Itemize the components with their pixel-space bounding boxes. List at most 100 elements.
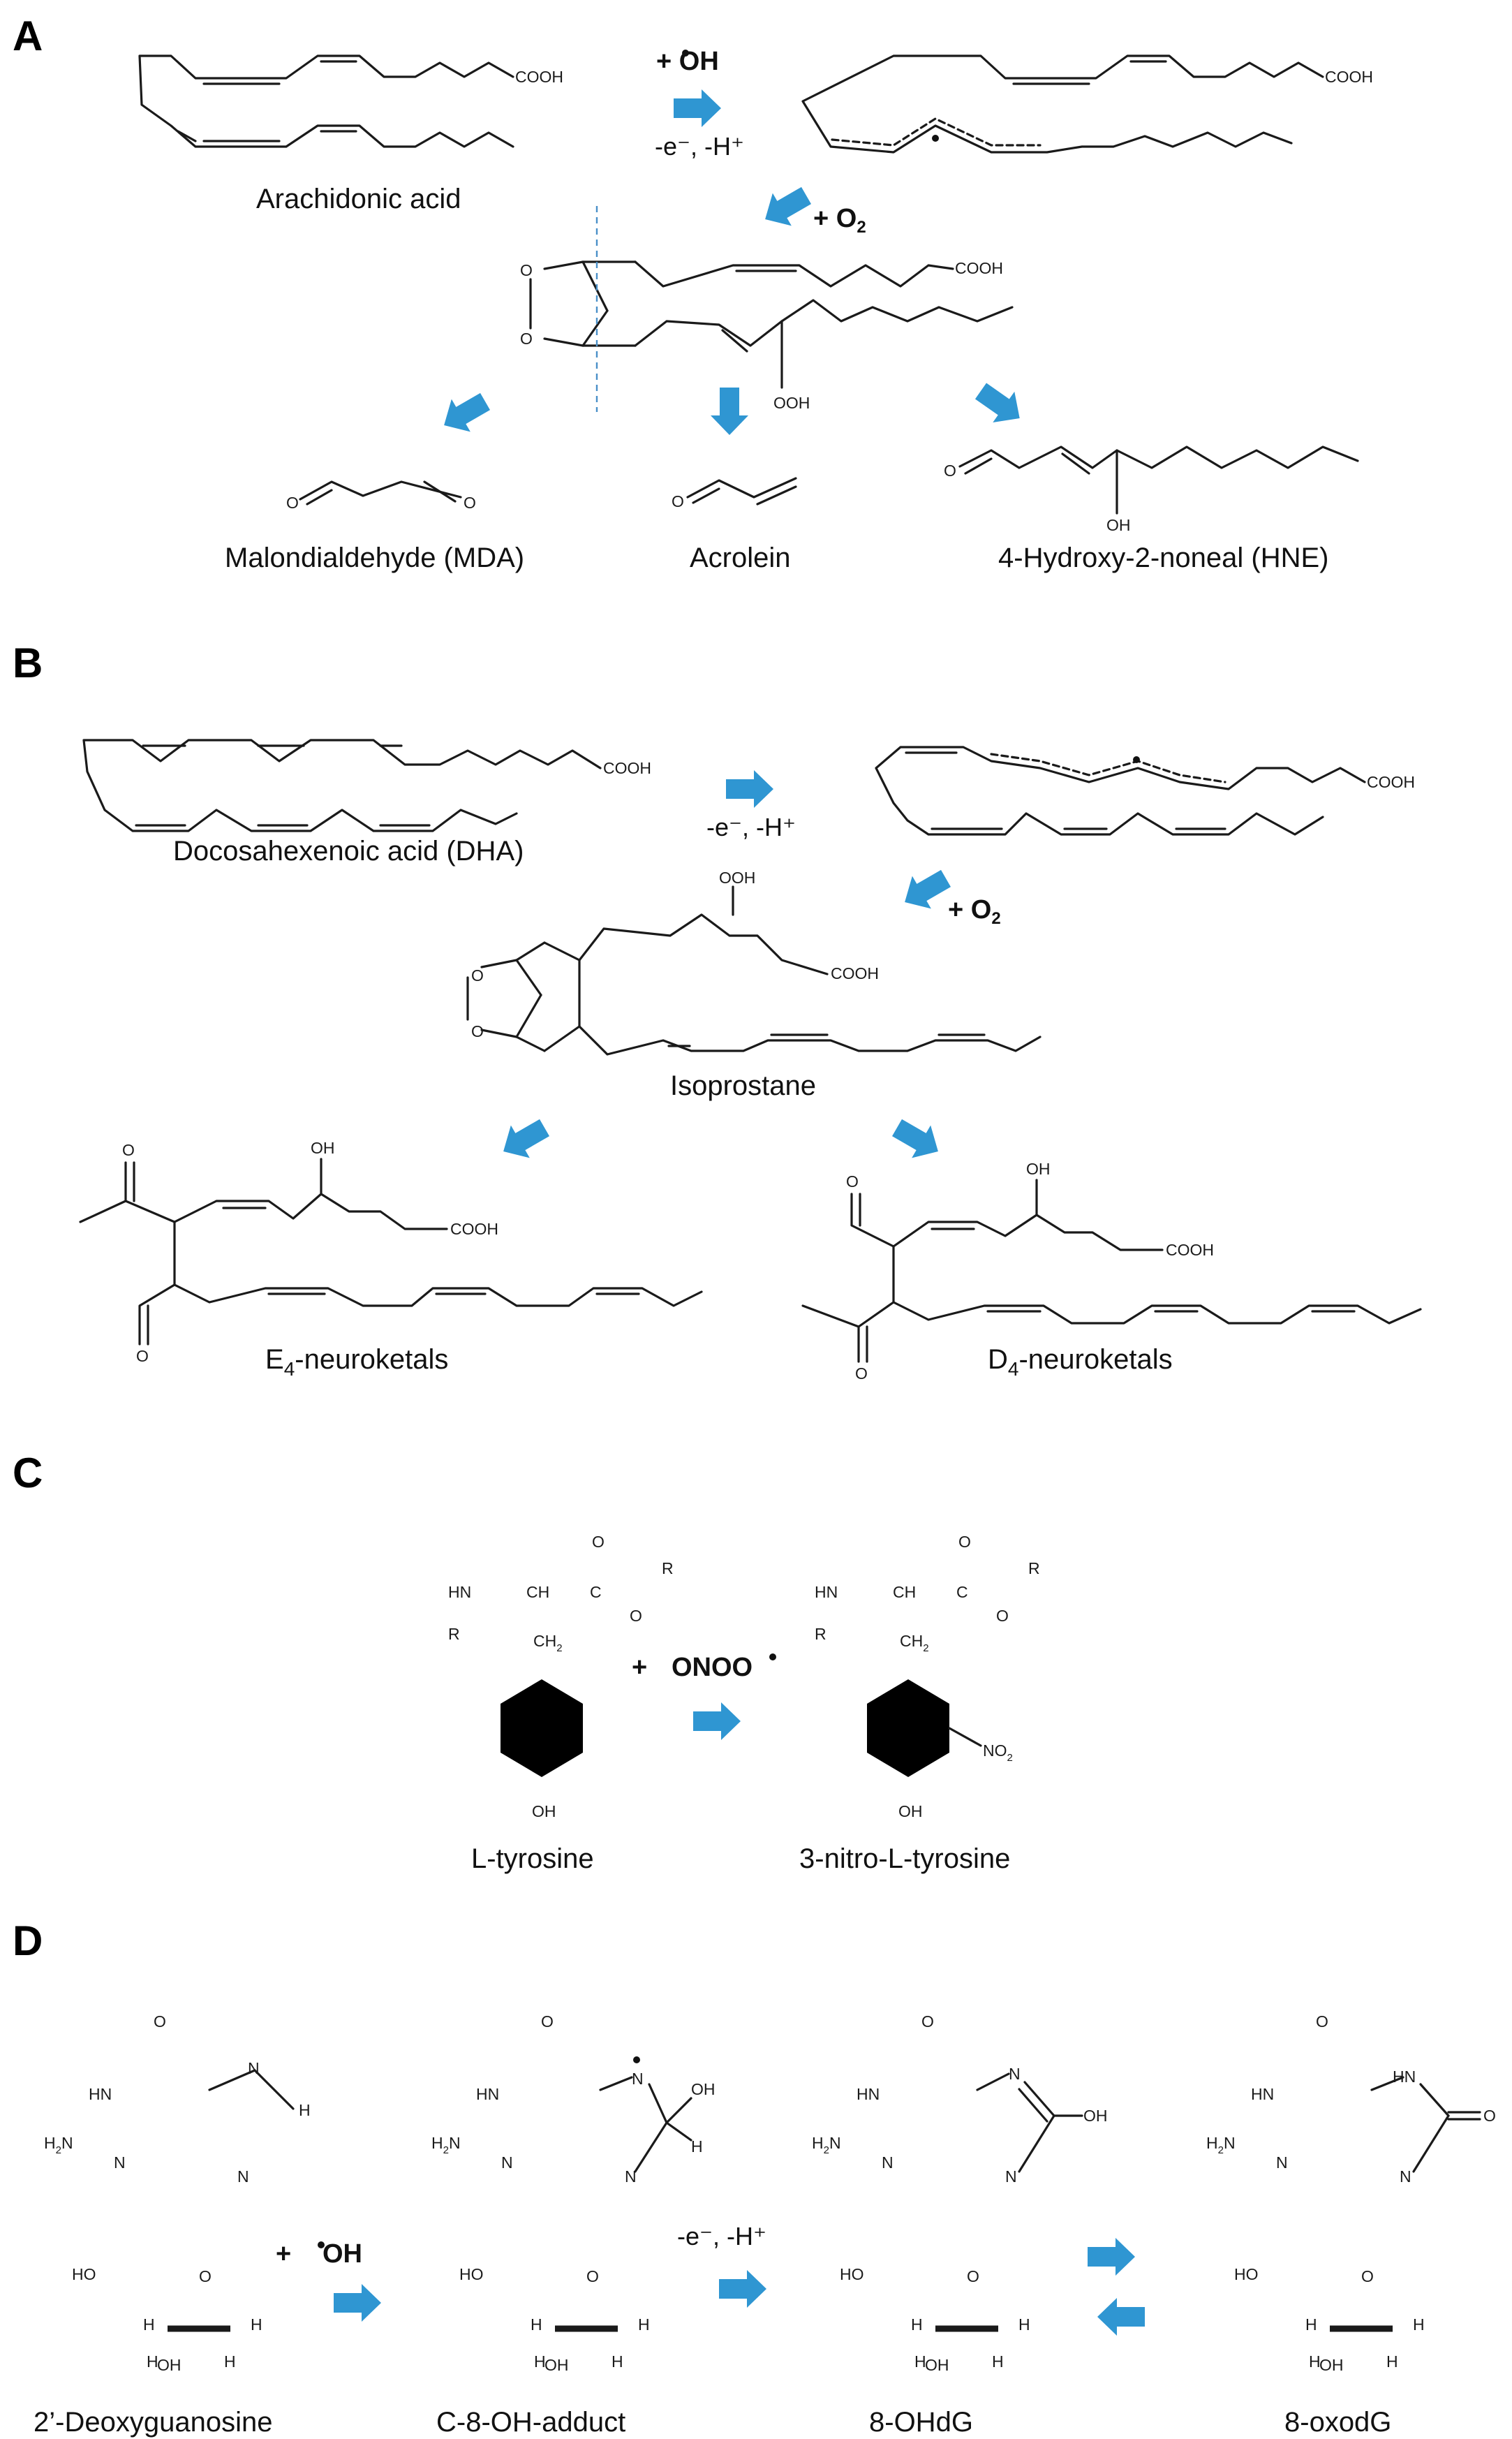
arachidonic-acid-label: Arachidonic acid bbox=[256, 184, 461, 214]
d4-o-atom: O bbox=[855, 1364, 868, 1383]
hne-structure bbox=[958, 445, 1359, 515]
equilibrium-arrow-back bbox=[1097, 2298, 1145, 2336]
8-oxodg-structure bbox=[1206, 2012, 1481, 2374]
c8-oh-adduct-structure bbox=[431, 2012, 692, 2374]
panel-label-a: A bbox=[13, 13, 43, 59]
d4-cooh: COOH bbox=[1166, 1241, 1214, 1259]
reagent-electron-loss: -e⁻, -H⁺ bbox=[706, 813, 796, 841]
radical-dot bbox=[318, 2241, 325, 2248]
deoxyguanosine-label: 2’-Deoxyguanosine bbox=[34, 2407, 272, 2438]
dha-radical-cooh: COOH bbox=[1367, 773, 1415, 791]
adduct-label: C-8-OH-adduct bbox=[436, 2407, 625, 2438]
peroxide-o-atom: O bbox=[520, 330, 533, 348]
e4-neuroketals-label: E4-neuroketals bbox=[265, 1344, 448, 1380]
d4-neuroketal-structure bbox=[801, 1179, 1422, 1363]
e4-o-atom: O bbox=[136, 1347, 149, 1365]
reagent-onoo: ONOO bbox=[672, 1653, 753, 1682]
n7-atom: N bbox=[248, 2059, 260, 2077]
isoprostane-ooh: OOH bbox=[719, 869, 755, 887]
radical-dot bbox=[1133, 756, 1140, 763]
radical-dot bbox=[932, 135, 939, 142]
acrolein-label: Acrolein bbox=[690, 543, 791, 573]
endoperoxide-cooh: COOH bbox=[955, 259, 1003, 277]
reagent-oh: OH bbox=[323, 2239, 362, 2269]
dha-cooh: COOH bbox=[603, 759, 651, 777]
reaction-arrow bbox=[711, 388, 748, 435]
reaction-arrow bbox=[693, 1702, 741, 1740]
reaction-arrow bbox=[726, 770, 773, 808]
isoprostane-o-atom: O bbox=[471, 966, 484, 985]
radical-dot bbox=[769, 1653, 776, 1660]
e4-oh-atom: OH bbox=[311, 1139, 335, 1157]
endoperoxide-structure bbox=[529, 260, 1014, 389]
3-nitro-l-tyrosine-label: 3-nitro-L-tyrosine bbox=[799, 1843, 1010, 1874]
panel-label-d: D bbox=[13, 1917, 43, 1964]
deoxyguanosine-structure bbox=[44, 2012, 295, 2374]
hne-o-atom: O bbox=[944, 462, 956, 480]
8-ohdg-structure bbox=[812, 2012, 1083, 2374]
mda-structure bbox=[299, 480, 462, 506]
hne-oh-atom: OH bbox=[1106, 516, 1131, 534]
reaction-arrow bbox=[334, 2284, 381, 2322]
peroxide-o-atom: O bbox=[520, 261, 533, 279]
nitro-group: NO2 bbox=[983, 1741, 1013, 1764]
isoprostane-label: Isoprostane bbox=[670, 1070, 816, 1101]
arachidonic-radical-structure bbox=[801, 54, 1324, 154]
isoprostane-cooh: COOH bbox=[831, 964, 879, 982]
mda-label: Malondialdehyde (MDA) bbox=[225, 543, 524, 573]
acrolein-structure bbox=[686, 477, 797, 506]
panel-label-b: B bbox=[13, 640, 43, 686]
dha-label: Docosahexenoic acid (DHA) bbox=[173, 836, 524, 867]
c8-oh-atom: OH bbox=[1083, 2107, 1108, 2125]
radical-dot bbox=[633, 2056, 640, 2063]
reagent-o2: + O2 bbox=[813, 204, 866, 237]
reaction-arrow bbox=[755, 179, 816, 236]
d4-o-atom: O bbox=[846, 1172, 859, 1191]
arachidonic-acid-structure bbox=[138, 54, 514, 148]
radical-cooh: COOH bbox=[1325, 68, 1373, 86]
d4-neuroketals-label: D4-neuroketals bbox=[988, 1344, 1173, 1380]
reagent-plus: + bbox=[276, 2239, 291, 2269]
e4-cooh: COOH bbox=[450, 1220, 498, 1238]
reagent-electron-loss: -e⁻, -H⁺ bbox=[655, 132, 744, 161]
8-oxodg-label: 8-oxodG bbox=[1284, 2407, 1391, 2438]
n7-atom: N bbox=[632, 2070, 644, 2088]
dha-structure bbox=[82, 739, 602, 832]
n7h-atom: HN bbox=[1393, 2068, 1416, 2086]
reagent-electron-loss: -e⁻, -H⁺ bbox=[677, 2222, 766, 2250]
reaction-arrow bbox=[719, 2270, 766, 2308]
dha-radical-structure bbox=[875, 746, 1366, 836]
c8-o-atom: O bbox=[1483, 2107, 1496, 2125]
mda-o-atom: O bbox=[286, 494, 299, 512]
reagent-o2: + O2 bbox=[948, 895, 1001, 928]
endoperoxide-ooh: OOH bbox=[773, 394, 810, 412]
isoprostane-structure bbox=[466, 885, 1042, 1056]
d4-oh-atom: OH bbox=[1026, 1160, 1051, 1178]
reaction-arrow bbox=[434, 385, 495, 442]
c8-h-atom: H bbox=[691, 2137, 703, 2156]
e4-neuroketal-structure bbox=[79, 1158, 703, 1346]
equilibrium-arrow-forward bbox=[1088, 2238, 1135, 2276]
arachidonic-cooh: COOH bbox=[515, 68, 563, 86]
c8-oh-atom: OH bbox=[691, 2080, 716, 2098]
hne-label: 4-Hydroxy-2-noneal (HNE) bbox=[998, 543, 1328, 573]
e4-o-atom: O bbox=[122, 1141, 135, 1159]
radical-dot bbox=[682, 50, 689, 57]
8-ohdg-label: 8-OHdG bbox=[869, 2407, 973, 2438]
c8-h-atom: H bbox=[299, 2101, 311, 2119]
reaction-arrow bbox=[970, 375, 1031, 434]
reaction-arrow bbox=[494, 1111, 554, 1168]
n7-atom: N bbox=[1009, 2065, 1021, 2083]
reagent-plus-oh: + OH bbox=[656, 47, 719, 76]
reaction-arrow bbox=[887, 1111, 948, 1168]
acrolein-o-atom: O bbox=[672, 492, 684, 510]
l-tyrosine-label: L-tyrosine bbox=[471, 1843, 594, 1874]
3-nitro-l-tyrosine-structure bbox=[815, 1533, 1040, 1820]
reaction-arrow bbox=[674, 89, 721, 127]
panel-label-c: C bbox=[13, 1450, 43, 1496]
mda-o-atom: O bbox=[464, 494, 476, 512]
reaction-arrow bbox=[895, 862, 956, 919]
isoprostane-o-atom: O bbox=[471, 1022, 484, 1040]
reagent-plus: + bbox=[632, 1653, 647, 1682]
